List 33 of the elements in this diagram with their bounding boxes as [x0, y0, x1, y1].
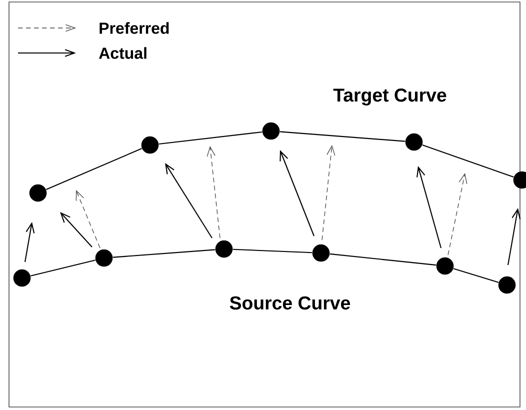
- dot: [13, 269, 31, 287]
- arrow: [60, 212, 92, 248]
- curve-segment: [46, 148, 142, 190]
- dot: [95, 249, 113, 267]
- curve-segment: [158, 132, 262, 144]
- arrow: [206, 146, 220, 238]
- dot: [262, 122, 280, 140]
- curve-label: Source Curve: [230, 296, 350, 310]
- curve-segment: [453, 268, 499, 283]
- arrow: [165, 163, 212, 238]
- curve-segment: [280, 131, 406, 142]
- dot: [141, 136, 159, 154]
- curve-segment: [330, 253, 436, 266]
- arrow: [76, 190, 100, 248]
- dot: [405, 133, 423, 151]
- legend-label: Actual: [99, 47, 146, 59]
- arrow: [322, 145, 336, 240]
- curve-segment: [232, 248, 312, 254]
- curve-label: Target Curve: [333, 88, 446, 106]
- arrow: [416, 166, 442, 248]
- dot: [436, 257, 454, 275]
- dot: [312, 244, 330, 262]
- arrow: [280, 150, 314, 236]
- curve-segment: [30, 260, 96, 276]
- dot: [215, 240, 233, 258]
- arrow: [24, 222, 35, 262]
- arrow: [448, 173, 468, 256]
- dot: [498, 276, 516, 294]
- dot: [29, 184, 47, 202]
- curve-segment: [112, 249, 216, 258]
- legend-label: Preferred: [100, 22, 169, 34]
- arrow: [507, 208, 521, 266]
- curve-segment: [422, 144, 514, 178]
